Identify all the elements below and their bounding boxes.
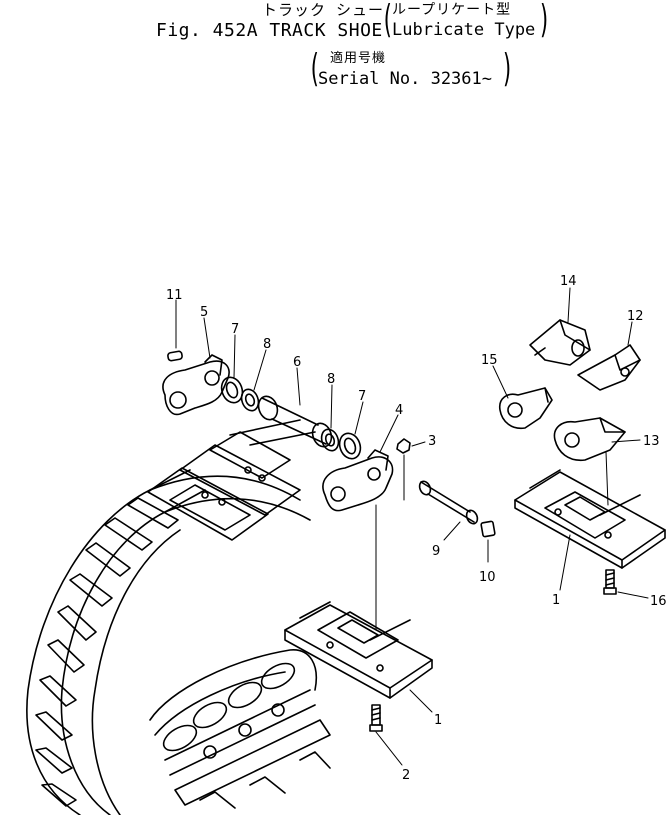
serial-paren-open: (	[308, 46, 321, 90]
callout-14: 14	[560, 274, 577, 289]
callout-5: 5	[200, 305, 208, 320]
part-10-spacer	[480, 520, 496, 563]
type-paren-close: )	[538, 0, 551, 41]
track-chain-assembly	[26, 419, 331, 815]
part-15-half-link	[492, 365, 553, 430]
part-8a-ring	[240, 349, 267, 412]
callout-6: 6	[293, 355, 301, 370]
callout-10: 10	[479, 570, 496, 585]
part-2-bolt	[369, 704, 403, 766]
serial-japanese: 適用号機	[330, 51, 387, 66]
part-6-bushing	[257, 367, 333, 448]
part-11-plug	[167, 299, 183, 362]
callout-12: 12	[627, 309, 644, 324]
japanese-title: トラック シュー	[262, 1, 385, 19]
callout-2: 2	[402, 768, 410, 783]
callout-11: 11	[166, 288, 183, 303]
callout-13: 13	[643, 434, 660, 449]
serial-number: Serial No. 32361~	[318, 69, 492, 89]
type-english: Lubricate Type	[392, 20, 536, 40]
part-14-half-link	[529, 287, 591, 366]
part-13-half-link	[553, 417, 641, 506]
part-12-half-link	[577, 321, 641, 391]
part-9-pin	[418, 480, 479, 541]
callout-15: 15	[481, 353, 498, 368]
part-3-nut	[396, 438, 426, 501]
callout-4: 4	[395, 403, 403, 418]
callout-1-upper: 1	[552, 593, 560, 608]
part-4-link	[322, 414, 399, 631]
part-8b-ring	[320, 384, 340, 452]
callout-7a: 7	[231, 322, 239, 337]
callout-8a: 8	[263, 337, 271, 352]
part-5-master-link	[162, 317, 230, 416]
callout-9: 9	[432, 544, 440, 559]
part-7b-seal	[338, 401, 364, 460]
part-1-shoe-upper	[514, 469, 666, 591]
callout-labels: 11 5 7 8 6 8 7 4 3 14 12 15 13 9 10 1 16…	[166, 274, 667, 783]
part-1-shoe-lower	[284, 601, 433, 713]
figure-title: Fig. 452A TRACK SHOE	[156, 20, 383, 41]
callout-3: 3	[428, 434, 436, 449]
callout-1-lower: 1	[434, 713, 442, 728]
type-paren-open: (	[381, 0, 394, 41]
part-7a-seal	[220, 334, 244, 404]
type-japanese: ループリケート型	[392, 2, 512, 18]
callout-8b: 8	[327, 372, 335, 387]
serial-paren-close: )	[501, 46, 514, 90]
callout-16: 16	[650, 594, 667, 609]
callout-7b: 7	[358, 389, 366, 404]
part-16-bolt	[603, 569, 649, 599]
